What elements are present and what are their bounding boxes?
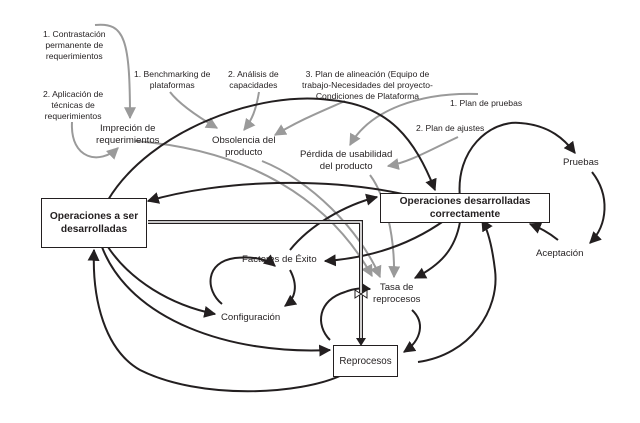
- link-contrastacion-imprecision: [94, 23, 136, 120]
- link-ops-a-ser-ops-ok-top: [107, 97, 437, 201]
- policy-analisis: 2. Análisis de capacidades: [228, 69, 279, 90]
- variable-tasa-reprocesos[interactable]: Tasa de reprocesos: [373, 282, 420, 306]
- link-ops-ok-pruebas: [458, 121, 576, 199]
- stock-reprocesos[interactable]: Reprocesos: [333, 345, 398, 377]
- link-ops-ok-tasa: [413, 221, 461, 279]
- policy-alineacion: 3. Plan de alineación (Equipo de trabajo…: [302, 69, 433, 101]
- variable-label-line1: Tasa de: [379, 282, 414, 293]
- link-ops-a-ser-configuracion: [107, 246, 217, 318]
- variable-label-line2: reprocesos: [373, 294, 421, 305]
- stock-operaciones-a-ser-desarrolladas[interactable]: Operaciones a ser desarrolladas: [41, 198, 147, 248]
- link-aceptacion-ops-ok: [528, 222, 559, 241]
- link-obsolescencia-tasa: [261, 160, 382, 279]
- variable-label: Aceptación: [536, 248, 584, 259]
- flow-pipe: [148, 220, 366, 346]
- variable-label: Pruebas: [563, 157, 599, 168]
- policy-plan-pruebas: 1. Plan de pruebas: [450, 98, 523, 108]
- variable-label: Configuración: [221, 312, 281, 323]
- variable-label: Factores de Éxito: [242, 254, 317, 265]
- link-aplicacion-imprecision: [70, 121, 119, 160]
- variable-label-line2: producto: [225, 147, 263, 158]
- link-tasa-reprocesos: [403, 309, 421, 353]
- link-analisis-obsolescencia: [243, 91, 260, 131]
- variable-label-line1: Obsolencia del: [212, 135, 276, 146]
- link-reprocesos-ops-a-ser: [87, 248, 343, 393]
- link-plan-pruebas-perdida: [349, 92, 479, 147]
- link-factores-ops-ok: [289, 193, 379, 251]
- link-alineacion-obsolescencia: [273, 100, 346, 136]
- variable-configuracion[interactable]: Configuración: [221, 312, 280, 324]
- link-ops-ok-factores: [323, 219, 446, 267]
- link-benchmarking-obsolescencia: [169, 91, 219, 129]
- stock-label: Reprocesos: [339, 355, 392, 367]
- link-pruebas-aceptacion: [589, 171, 606, 244]
- policy-aplicacion: 2. Aplicación de técnicas de requerimien…: [43, 89, 104, 121]
- stock-label-line1: Operaciones desarrolladas: [399, 196, 531, 207]
- stock-operaciones-desarrolladas-correctamente[interactable]: Operaciones desarrolladas correctamente: [380, 193, 550, 223]
- variable-imprecision-requerimientos[interactable]: Impreción de requerimientos: [96, 123, 159, 147]
- variable-factores-exito[interactable]: Factores de Éxito: [242, 254, 317, 266]
- link-factores-configuracion: [284, 269, 298, 307]
- stock-label-line2: desarrolladas: [60, 224, 128, 235]
- policy-benchmarking: 1. Benchmarking de plataformas: [134, 69, 211, 90]
- variable-label-line2: del producto: [319, 161, 373, 172]
- policy-contrastacion: 1. Contrastación permanente de requerimi…: [43, 29, 106, 61]
- variable-aceptacion[interactable]: Aceptación: [536, 248, 583, 260]
- variable-label-line1: Pérdida de usabilidad: [300, 149, 393, 160]
- variable-perdida-usabilidad[interactable]: Pérdida de usabilidad del producto: [300, 149, 392, 173]
- link-plan-ajustes-perdida: [386, 136, 459, 170]
- variable-pruebas[interactable]: Pruebas: [563, 157, 599, 169]
- flow-valve-icon: [354, 289, 368, 299]
- variable-label-line1: Impreción de: [100, 123, 156, 134]
- link-configuracion-factores: [209, 254, 276, 305]
- policy-plan-ajustes: 2. Plan de ajustes: [416, 123, 485, 133]
- link-ops-ok-ops-a-ser: [146, 181, 421, 204]
- variable-obsolescencia-producto[interactable]: Obsolencia del producto: [212, 135, 275, 159]
- link-ops-a-ser-reprocesos: [101, 246, 332, 357]
- variable-label-line2: requerimientos: [96, 135, 160, 146]
- stock-label-line2: correctamente: [429, 209, 501, 220]
- link-reprocesos-ops-ok: [417, 218, 497, 363]
- stock-label-line1: Operaciones a ser: [49, 211, 139, 222]
